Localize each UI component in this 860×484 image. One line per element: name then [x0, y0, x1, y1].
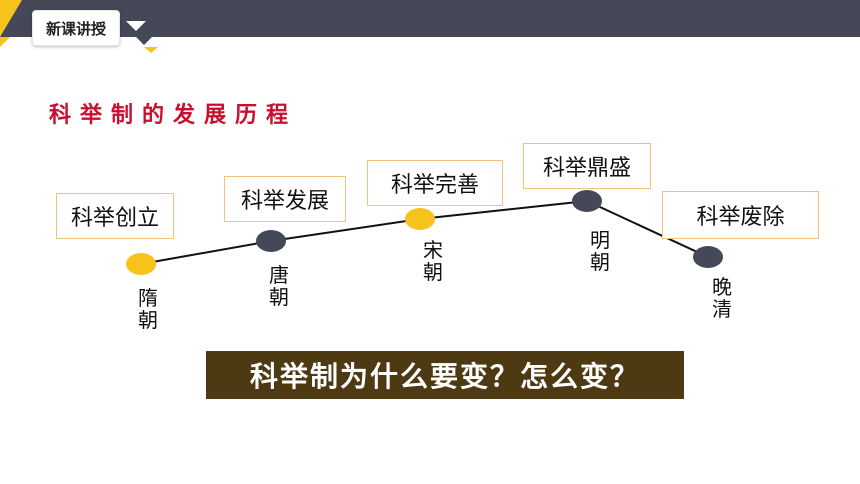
period-label-sui: 隋朝 — [138, 286, 158, 332]
timeline-dot-song — [405, 208, 435, 230]
header-bar — [0, 0, 860, 37]
triangle-decoration-icon — [126, 21, 158, 53]
stage-label-peak: 科举鼎盛 — [523, 143, 651, 189]
timeline-dot-sui — [126, 253, 156, 275]
stage-label-founded: 科举创立 — [56, 193, 174, 239]
header-accent — [0, 0, 22, 37]
period-label-song: 宋朝 — [423, 238, 443, 284]
section-badge: 新课讲授 — [32, 10, 120, 46]
stage-label-developed: 科举发展 — [224, 176, 346, 222]
timeline-dot-ming — [572, 190, 602, 212]
timeline-dot-qing — [693, 246, 723, 268]
period-label-ming: 明朝 — [590, 228, 610, 274]
stage-label-abolished: 科举废除 — [662, 191, 819, 239]
stage-label-perfected: 科举完善 — [367, 160, 503, 206]
header-accent-tail — [0, 37, 10, 47]
question-banner: 科举制为什么要变？怎么变？ — [206, 351, 684, 399]
timeline-dot-tang — [256, 230, 286, 252]
page-title: 科举制的发展历程 — [49, 103, 298, 128]
period-label-qing: 晚清 — [712, 275, 732, 321]
period-label-tang: 唐朝 — [269, 263, 289, 309]
